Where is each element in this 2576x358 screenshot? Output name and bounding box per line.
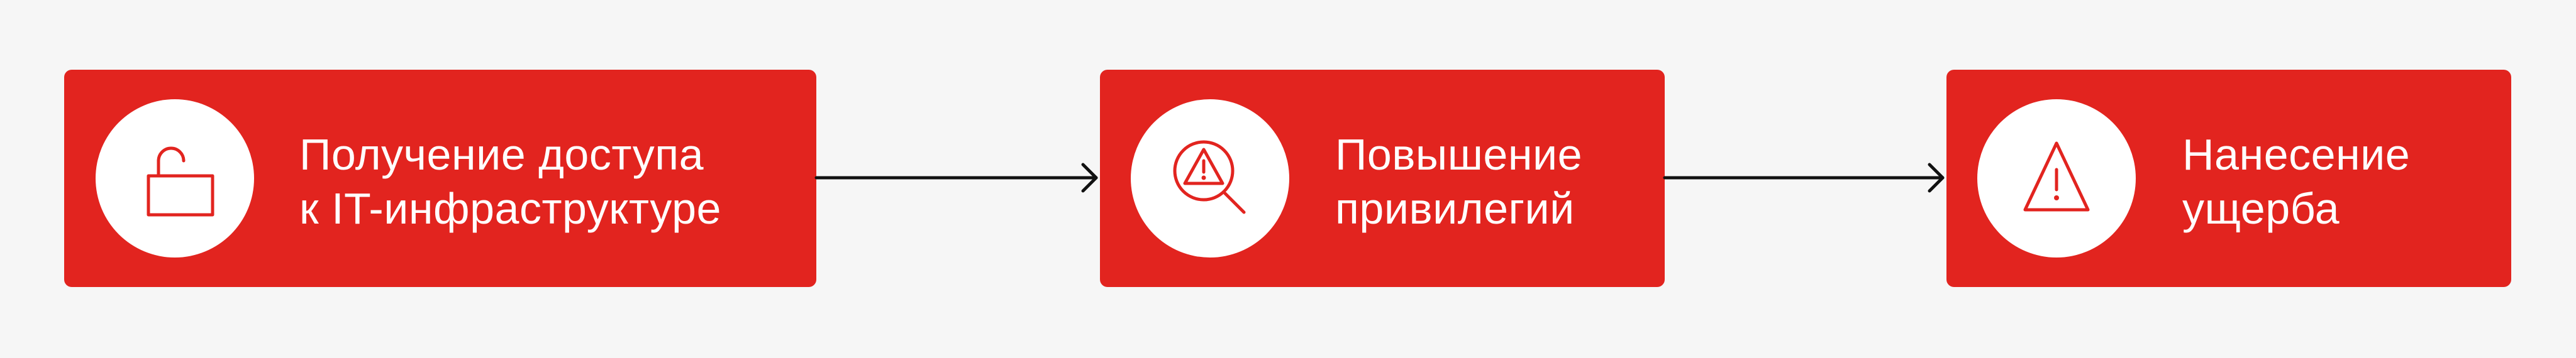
step-label: Повышение привилегий (1335, 127, 1582, 236)
step-label-line2: к IT-инфраструктуре (299, 184, 721, 233)
step-icon-circle (96, 99, 254, 258)
arrow-step2-to-step3 (1663, 163, 1945, 193)
unlocked-padlock-icon (147, 146, 214, 217)
magnifier-warning-icon (1173, 140, 1246, 214)
step-label-line1: Повышение (1335, 130, 1583, 179)
step-privilege-escalation: Повышение привилегий (1100, 70, 1665, 287)
step-label: Получение доступа к IT-инфраструктуре (299, 127, 721, 236)
step-label-line2: привилегий (1335, 184, 1575, 233)
step-gain-access: Получение доступа к IT-инфраструктуре (64, 70, 816, 287)
step-label-line2: ущерба (2182, 184, 2340, 233)
step-icon-circle (1131, 99, 1289, 258)
warning-triangle-icon (2023, 141, 2090, 212)
step-label-line1: Получение доступа (299, 130, 704, 179)
step-label-line1: Нанесение (2182, 130, 2411, 179)
arrow-step1-to-step2 (814, 163, 1098, 193)
step-cause-damage: Нанесение ущерба (1946, 70, 2511, 287)
step-icon-circle (1977, 99, 2136, 258)
step-label: Нанесение ущерба (2182, 127, 2410, 236)
